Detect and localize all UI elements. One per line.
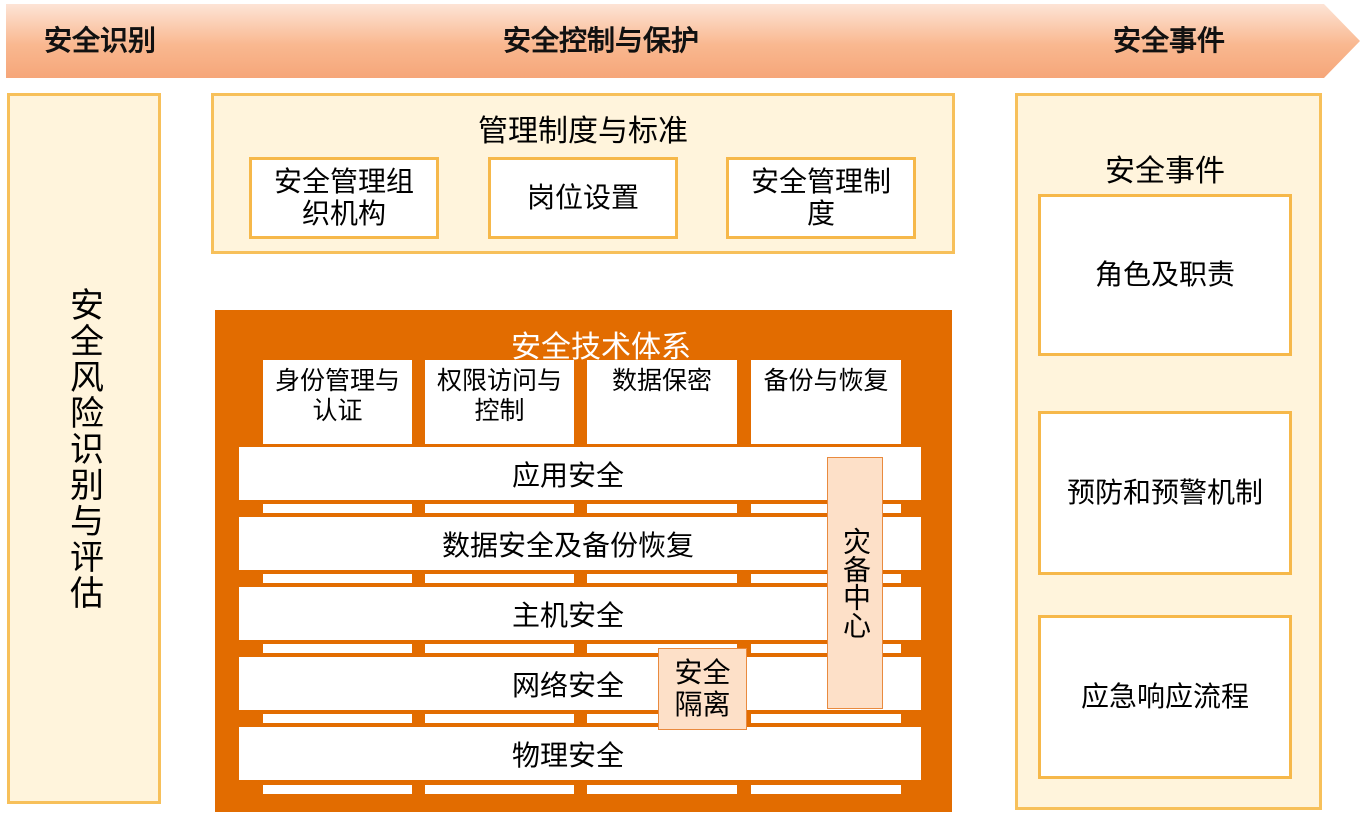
layer-physical: 物理安全 [239,727,921,780]
column-stub [751,504,901,513]
risk-text: 安全风险识别与评估 [63,286,104,611]
event-item-response: 应急响应流程 [1038,615,1292,779]
column-stub [751,714,901,723]
event-item-prevention: 预防和预警机制 [1038,411,1292,575]
column-stub [263,504,412,513]
layer-data: 数据安全及备份恢复 [239,517,921,570]
stage-identify-label: 安全识别 [43,24,156,57]
layer-network: 网络安全 [239,657,921,710]
event-title: 安全事件 [1105,154,1225,189]
column-stub [425,574,574,583]
risk-panel: 安全风险识别与评估 [7,93,161,804]
mgmt-item-org: 安全管理组织机构 [249,157,439,239]
tech-title: 安全技术体系 [511,330,691,365]
stage-event-chevron: 安全事件 [978,4,1360,78]
column-stub [263,714,412,723]
column-stub [751,785,901,794]
disaster-recovery-label: 灾备中心 [839,527,872,639]
stage-event-label: 安全事件 [1112,24,1225,57]
tech-item-access: 权限访问与控制 [425,360,574,444]
column-stub [425,785,574,794]
column-stub [425,644,574,653]
layer-host: 主机安全 [239,587,921,640]
stage-control-label: 安全控制与保护 [502,24,699,57]
column-stub [263,785,412,794]
mgmt-item-post: 岗位设置 [488,157,678,239]
event-item-roles: 角色及职责 [1038,194,1292,356]
column-stub [263,574,412,583]
column-stub [425,504,574,513]
disaster-recovery-center: 灾备中心 [827,457,883,709]
tech-item-identity: 身份管理与认证 [263,360,412,444]
security-isolation: 安全隔离 [658,648,747,730]
mgmt-title: 管理制度与标准 [478,114,688,149]
column-stub [587,785,737,794]
layer-application: 应用安全 [239,447,921,500]
tech-item-backup: 备份与恢复 [751,360,901,444]
stage-control-chevron: 安全控制与保护 [186,4,1016,78]
column-stub [263,644,412,653]
column-stub [751,644,901,653]
column-stub [425,714,574,723]
mgmt-item-policy: 安全管理制度 [726,157,916,239]
column-stub [587,574,737,583]
column-stub [751,574,901,583]
tech-item-confidential: 数据保密 [587,360,737,444]
stage-identify-chevron: 安全识别 [6,4,224,78]
column-stub [587,504,737,513]
security-isolation-label: 安全隔离 [674,656,731,721]
